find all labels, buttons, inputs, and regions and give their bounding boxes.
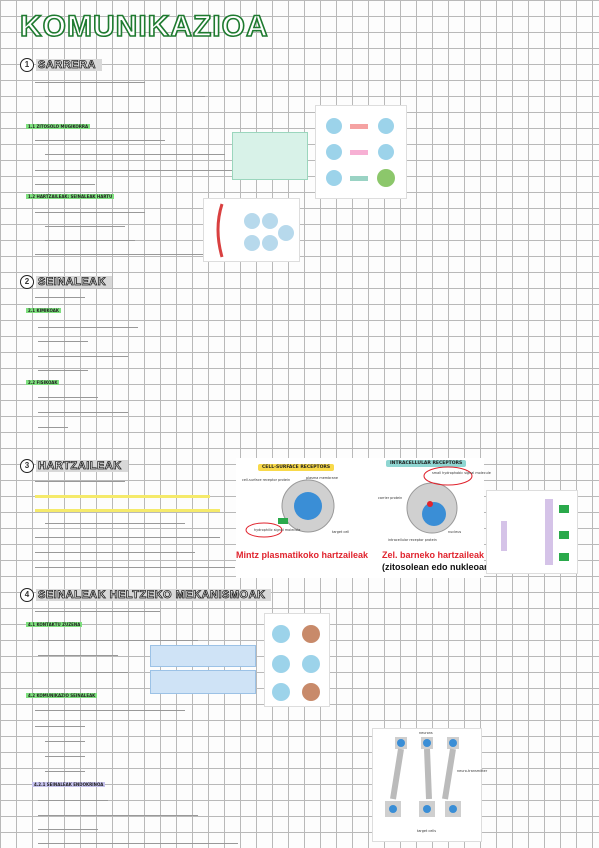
handwritten-line <box>45 741 85 742</box>
contact-cells-drawing <box>272 625 320 701</box>
handwritten-line <box>45 756 85 757</box>
handwritten-line <box>35 611 160 612</box>
handwritten-line <box>38 412 128 413</box>
hydrophilic-label: hydrophilic signal molecule <box>254 528 301 532</box>
handwritten-line <box>38 672 128 673</box>
caption-intracellular: Zel. barneko hartzaileak <box>382 550 485 560</box>
section-label: SARRERA <box>36 59 102 71</box>
receptor-diagram <box>216 203 294 258</box>
neurotransmitter-label: neuro-transmitter <box>457 769 488 773</box>
handwritten-line <box>35 537 220 538</box>
section-number: 1 <box>20 58 34 72</box>
cell-surface-receptor-label: cell-surface receptor protein <box>242 478 291 482</box>
handwritten-line <box>38 843 238 844</box>
subsection-heading: 4.1 KONTAKTU ZUZENA <box>26 622 83 627</box>
handwritten-line <box>35 112 145 113</box>
blue-note <box>150 645 256 667</box>
handwritten-line <box>38 370 88 371</box>
handwritten-line <box>35 297 85 298</box>
section-label: SEINALEAK <box>36 276 113 288</box>
contact-signaling-figure <box>264 613 330 707</box>
handwritten-line <box>35 726 85 727</box>
handwritten-line <box>45 226 125 227</box>
caption-intracellular-location: (zitosolean edo nukleoan) <box>382 562 493 572</box>
subsection-heading: 1.1 ZITOSOLO MUGIKORRA <box>26 124 91 129</box>
handwritten-line <box>45 771 85 772</box>
small-hydrophobic-label: small hydrophobic signal molecule <box>432 471 491 475</box>
handwritten-line <box>35 567 235 568</box>
page-title: KOMUNIKAZIOA <box>19 9 269 44</box>
section-heading-4: 4 SEINALEAK HELTZEKO MEKANISMOAK <box>20 588 272 602</box>
section-number: 4 <box>20 588 34 602</box>
carrier-protein-label: carrier protein <box>378 496 403 500</box>
summary-note <box>232 132 308 180</box>
subsection-heading: 1.2 HARTZAILEAK: SEINALEAK HARTU <box>26 194 115 199</box>
membrane-receptor-drawing <box>501 499 569 565</box>
section-label: SEINALEAK HELTZEKO MEKANISMOAK <box>36 589 272 601</box>
nucleus-label: nucleus <box>448 530 462 534</box>
section-heading-1: 1 SARRERA <box>20 58 102 72</box>
receptor-cells-drawing <box>245 466 473 538</box>
handwritten-line <box>35 710 185 711</box>
section-heading-2: 2 SEINALEAK <box>20 275 113 289</box>
section-heading-3: 3 HARTZAILEAK <box>20 459 128 473</box>
signaling-types-figure <box>315 105 407 199</box>
cell-surface-title: CELL-SURFACE RECEPTORS <box>258 464 335 471</box>
handwritten-line <box>35 184 95 185</box>
handwritten-line <box>35 552 195 553</box>
highlighted-line <box>35 495 210 498</box>
handwritten-line <box>35 82 145 83</box>
handwritten-line <box>38 427 68 428</box>
section-number: 3 <box>20 459 34 473</box>
handwritten-line <box>38 640 198 641</box>
handwritten-line <box>45 523 185 524</box>
neurons-label: neurons <box>419 731 433 735</box>
handwritten-line <box>38 397 98 398</box>
handwritten-line <box>45 96 205 97</box>
section-number: 2 <box>20 275 34 289</box>
handwritten-line <box>35 212 145 213</box>
handwritten-line <box>38 829 98 830</box>
handwritten-line <box>35 254 205 255</box>
handwritten-line <box>45 154 225 155</box>
handwritten-line <box>38 800 108 801</box>
blue-note <box>150 670 256 694</box>
intracellular-receptor-label: intracellular receptor protein <box>388 538 437 542</box>
subsection-heading: 2.2 FISIKOAK <box>26 380 60 385</box>
handwritten-line <box>38 655 118 656</box>
signaling-diagram <box>326 118 395 187</box>
handwritten-line <box>45 240 135 241</box>
subsection-heading: 4.2.1 SEINALEAK ENDOKRINOA <box>32 782 106 787</box>
handwritten-line <box>35 170 235 171</box>
handwritten-line <box>38 327 138 328</box>
handwritten-line <box>38 356 128 357</box>
neuron-drawing <box>385 737 461 817</box>
receptor-figure <box>203 198 300 262</box>
handwritten-line <box>38 815 198 816</box>
highlighted-line <box>35 509 220 512</box>
section-label: HARTZAILEAK <box>36 460 128 472</box>
handwritten-line <box>35 481 125 482</box>
intracellular-title: INTRACELLULAR RECEPTORS <box>386 460 467 467</box>
subsection-heading: 4.2 KOMUNIKAZIO SEINALEAK <box>26 693 98 698</box>
membrane-receptor-figure <box>486 490 578 574</box>
target-cells-label: target cells <box>417 829 436 833</box>
handwritten-line <box>38 341 88 342</box>
subsection-heading: 2.1 KIMIKOAK <box>26 308 61 313</box>
target-cell-label: target cell <box>332 530 350 534</box>
receptor-types-figure: CELL-SURFACE RECEPTORS INTRACELLULAR REC… <box>236 458 493 578</box>
handwritten-line <box>35 140 165 141</box>
neuron-figure: neurons neuro-transmitter target cells <box>372 728 487 842</box>
caption-membrane: Mintz plasmatikoko hartzaileak <box>236 550 369 560</box>
plasma-membrane-label: plasma membrane <box>306 476 338 480</box>
